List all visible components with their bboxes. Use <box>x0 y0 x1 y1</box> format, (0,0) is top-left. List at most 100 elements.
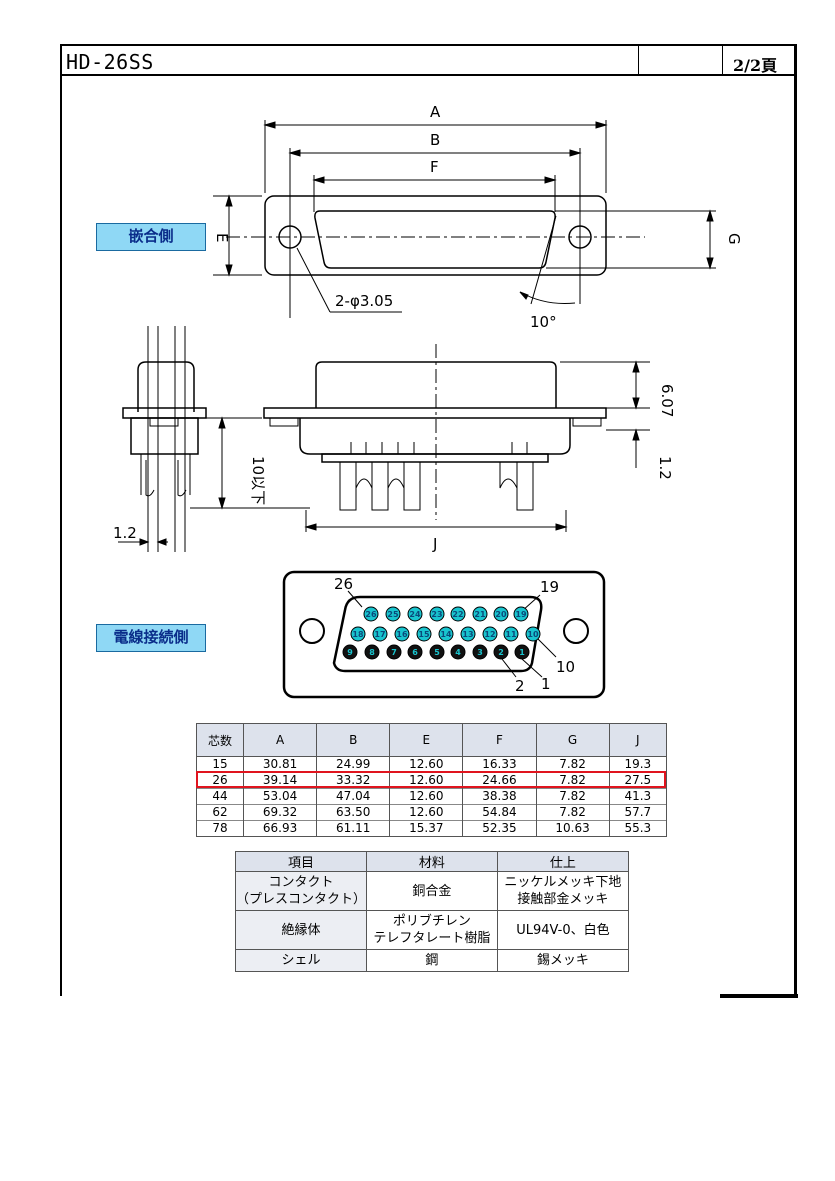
header-item: 項目 <box>235 851 367 872</box>
pin-number: 10 <box>527 630 539 639</box>
material-cell: 銅合金 <box>365 871 498 911</box>
dim-table-cell: 7.82 <box>535 804 610 821</box>
pin-16 <box>394 626 410 642</box>
material-subtext: テレフタレート樹脂 <box>373 931 491 946</box>
dim-table-cell: 69.32 <box>242 804 318 821</box>
item-cell: 絶縁体 <box>235 910 367 950</box>
finish-cell: ニッケルメッキ下地接触部金メッキ <box>496 871 630 911</box>
dim-table-cell: 55.3 <box>608 820 668 837</box>
dim-height-label: 6.07 <box>658 384 676 417</box>
pin-26 <box>363 606 379 622</box>
pin-14 <box>438 626 454 642</box>
dim-table-cell: 33.32 <box>316 772 391 789</box>
dim-table-cell: 63.50 <box>316 804 391 821</box>
dim-table-cell: 62 <box>196 804 244 821</box>
pin-number: 11 <box>505 630 517 639</box>
pin-number: 22 <box>452 610 463 619</box>
pin-number: 1 <box>519 648 525 657</box>
dim-header-cell: A <box>242 723 318 757</box>
finish-text: UL94V-0、白色 <box>516 922 610 938</box>
pin-number: 2 <box>498 648 504 657</box>
dim-header-cell: F <box>462 723 537 757</box>
finish-cell: 錫メッキ <box>496 949 630 972</box>
dim-table-cell: 24.66 <box>462 772 537 789</box>
pin-23 <box>429 606 445 622</box>
dim-F-label: F <box>430 158 439 176</box>
pin-11 <box>503 626 519 642</box>
pin-number: 5 <box>434 648 440 657</box>
drawing-frame <box>60 44 797 996</box>
dim-table-cell: 38.38 <box>462 788 537 805</box>
frame-bottom-mark <box>720 994 798 998</box>
pin-13 <box>460 626 476 642</box>
material-text: ポリブチレン <box>392 914 471 929</box>
dim-table-cell: 57.7 <box>608 804 668 821</box>
pin-number: 21 <box>474 610 486 619</box>
dim-header-cell: 芯数 <box>196 723 244 757</box>
pin-8 <box>364 644 380 660</box>
wiring-side-label: 電線接続側 <box>96 624 206 652</box>
pin-number: 6 <box>412 648 418 657</box>
header-material: 材料 <box>365 851 498 872</box>
material-text: 鋼 <box>425 953 439 968</box>
dim-table-cell: 30.81 <box>242 756 318 773</box>
pin-7 <box>386 644 402 660</box>
part-number: HD-26SS <box>66 50 154 74</box>
pin-17 <box>372 626 388 642</box>
pin-9 <box>342 644 358 660</box>
dim-E-label: E <box>213 233 231 242</box>
item-text: コンタクト <box>268 875 334 890</box>
pin-number: 26 <box>365 610 377 619</box>
dim-table-cell: 24.99 <box>316 756 391 773</box>
dim-header-cell: J <box>608 723 668 757</box>
dim-table-cell: 27.5 <box>608 772 668 789</box>
dim-table-cell: 53.04 <box>242 788 318 805</box>
dim-table-cell: 52.35 <box>462 820 537 837</box>
mating-side-label: 嵌合側 <box>96 223 206 251</box>
pin-15 <box>416 626 432 642</box>
dim-header-cell: B <box>316 723 391 757</box>
title-bar <box>60 44 797 76</box>
material-row: シェル 鋼 錫メッキ <box>235 949 630 972</box>
title-divider <box>722 44 723 76</box>
pin-number: 15 <box>418 630 430 639</box>
item-subtext: （プレスコンタクト） <box>236 892 367 907</box>
material-text: 銅合金 <box>412 883 452 899</box>
finish-subtext: 接触部金メッキ <box>517 892 609 907</box>
dim-left-1-2-label: 1.2 <box>113 524 137 542</box>
dim-table-cell: 44 <box>196 788 244 805</box>
dim-table-cell: 19.3 <box>608 756 668 773</box>
material-row: コンタクト （プレスコンタクト） 銅合金 ニッケルメッキ下地接触部金メッキ <box>235 871 630 911</box>
dim-table-cell: 7.82 <box>535 788 610 805</box>
dim-table-cell: 47.04 <box>316 788 391 805</box>
dim-table-cell: 12.60 <box>389 804 464 821</box>
pin-20 <box>493 606 509 622</box>
pin-number: 8 <box>369 648 375 657</box>
pin-number: 13 <box>462 630 473 639</box>
pin-number: 17 <box>374 630 385 639</box>
dim-table-cell: 61.11 <box>316 820 391 837</box>
dim-table-cell: 26 <box>196 772 244 789</box>
pin-callout-2: 2 <box>515 677 525 695</box>
item-text: 絶縁体 <box>281 922 321 938</box>
pin-6 <box>407 644 423 660</box>
pin-12 <box>482 626 498 642</box>
dim-header-cell: E <box>389 723 464 757</box>
dim-length-label: 10以下 <box>249 456 267 505</box>
page-number: 2/2頁 <box>733 56 778 75</box>
material-cell: ポリブチレンテレフタレート樹脂 <box>365 910 498 950</box>
pin-2 <box>493 644 509 660</box>
dim-table-cell: 39.14 <box>242 772 318 789</box>
title-divider <box>638 44 639 76</box>
side-view-drawing: 1.2 10以下 J 6.07 1.2 <box>113 326 676 553</box>
dim-table-cell: 54.84 <box>462 804 537 821</box>
dim-table-cell: 41.3 <box>608 788 668 805</box>
